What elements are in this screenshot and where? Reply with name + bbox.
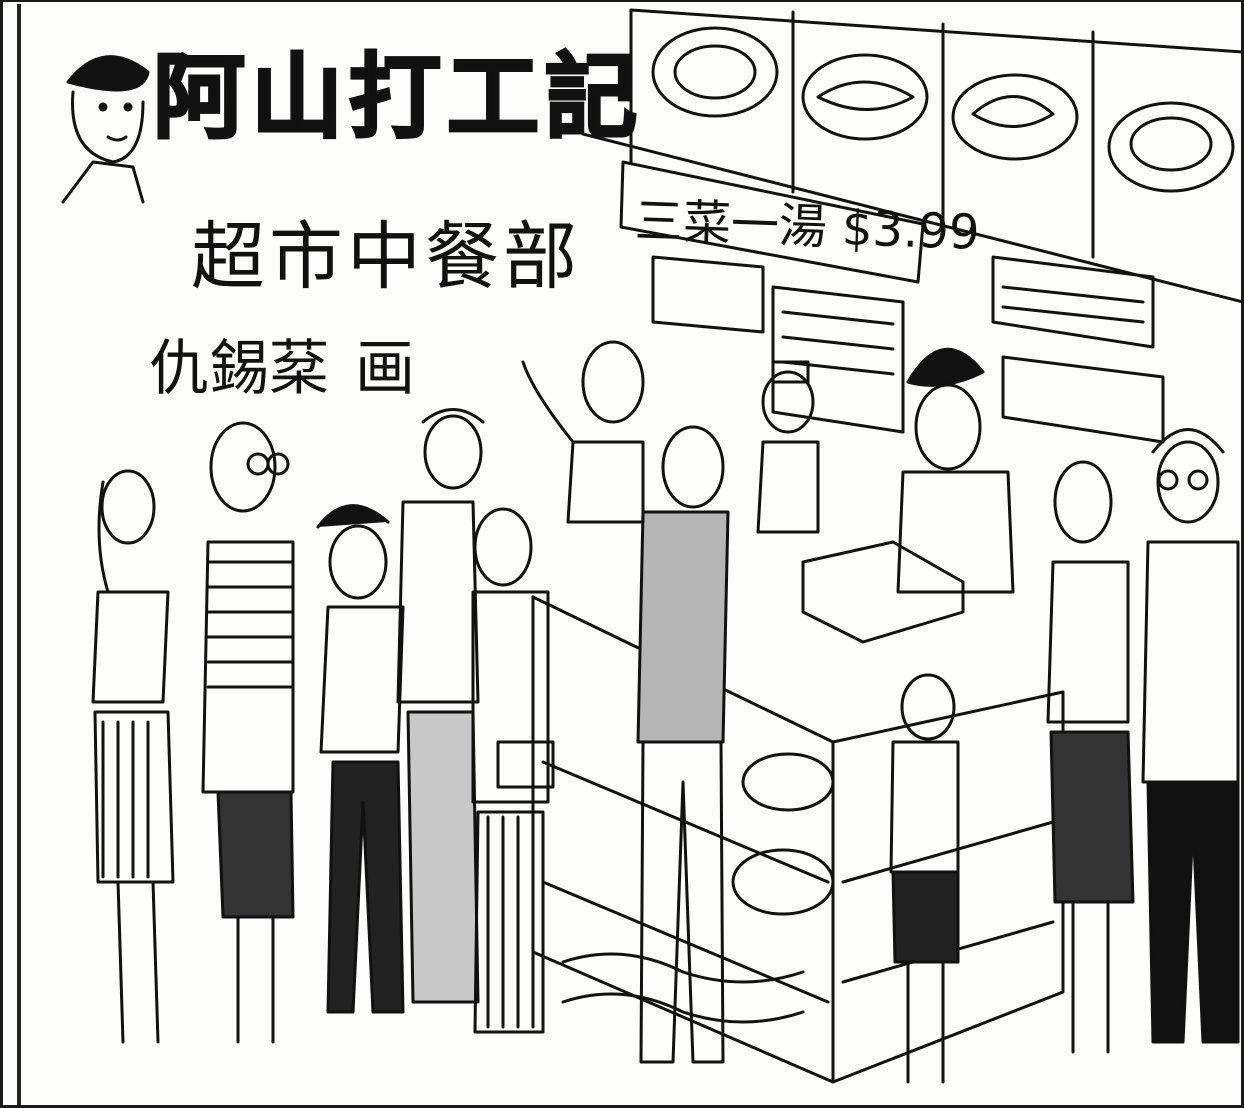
customer-woman-left <box>91 469 175 1044</box>
customer-man-right <box>1141 428 1240 1044</box>
page-edge <box>17 4 21 1105</box>
comic-title: 阿山打工記 <box>151 44 644 151</box>
supermarket-scene <box>61 8 1241 1084</box>
takeout-box <box>801 540 965 644</box>
author-credit-mark: 画 <box>355 334 415 404</box>
customer-man-striped <box>201 421 295 1044</box>
price-sign-text: 三菜一湯 $3.99 <box>633 192 981 261</box>
mascot-ah-san <box>61 55 150 204</box>
customer-woman-right <box>1046 460 1135 1054</box>
staff-man-hat <box>896 347 1015 594</box>
author-credit: 仇錫棻画 <box>149 320 415 407</box>
staff <box>521 340 1015 594</box>
customer-woman-cap <box>316 504 405 1014</box>
customers <box>91 408 1240 1084</box>
customer-man-cap <box>396 408 485 1004</box>
staff-woman-waving <box>521 340 645 524</box>
staff-chef-hat <box>756 360 820 534</box>
comic-subtitle: 超市中餐部 <box>191 214 581 300</box>
back-shelves <box>651 255 1165 444</box>
customer-girl <box>889 673 960 1084</box>
customer-man-grey <box>636 425 730 1064</box>
author-name: 仇錫棻 <box>149 334 329 404</box>
price-sign-board <box>619 160 925 284</box>
customer-woman-bag <box>471 507 555 1034</box>
display-counter <box>531 595 1065 1084</box>
